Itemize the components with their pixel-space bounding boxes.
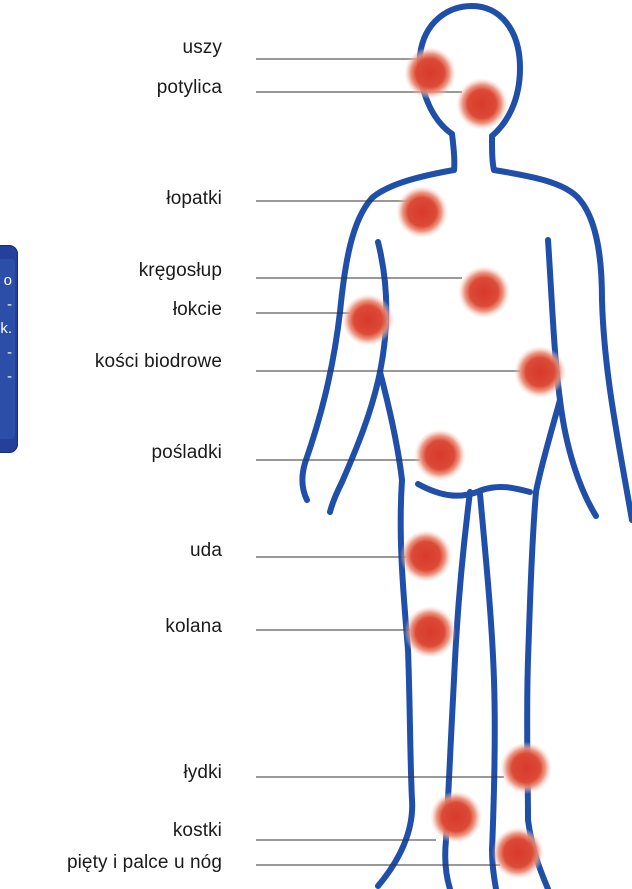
spot-shoulder-blades [396,186,448,238]
neck-left [452,134,454,170]
spot-ears [404,47,456,99]
right-leg-inner [480,494,496,889]
spot-heels-toes [492,827,544,879]
leader-lines [256,59,520,865]
spot-thighs [400,530,452,582]
right-leg-outer [527,492,548,889]
crotch-curve [418,484,530,496]
right-shoulder-arm [494,170,632,520]
left-inner-arm [330,242,386,512]
spot-occiput [456,78,508,130]
spot-elbows [342,294,394,346]
spot-hip-bones [514,346,566,398]
neck-right [492,136,494,170]
spot-ankles [430,791,482,843]
right-torso [536,400,560,492]
left-torso [380,372,402,480]
spot-calves [500,742,552,794]
spot-spine [458,266,510,318]
spot-buttocks [414,429,466,481]
spot-knees [404,606,456,658]
